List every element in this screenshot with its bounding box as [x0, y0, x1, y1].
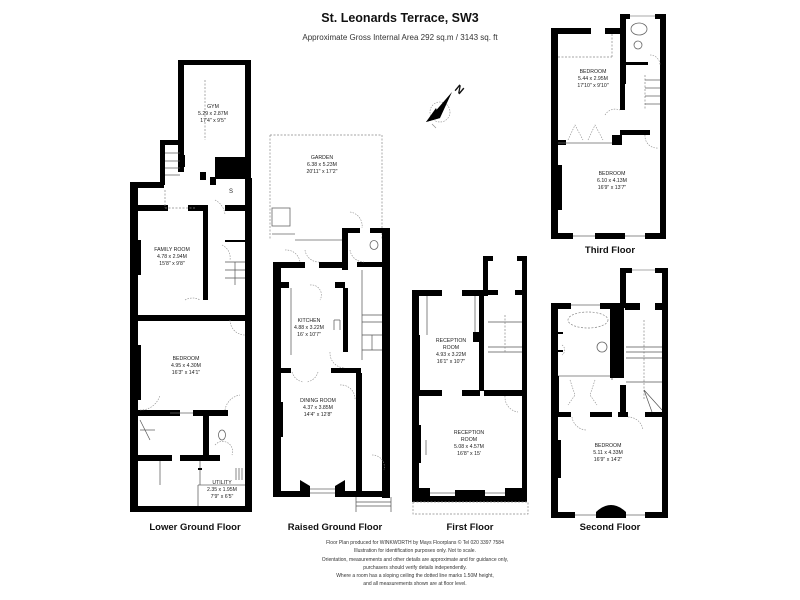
room-label-reception-room-front: RECEPTION ROOM 5.08 x 4.57M 16'8" x 15' [453, 430, 485, 457]
room-label-gym: GYM 5.29 x 2.87M 17'4" x 9'5" [198, 104, 228, 124]
room-label-family-room: FAMILY ROOM 4.78 x 2.94M 15'8" x 9'8" [154, 247, 190, 267]
disclaimer-text: Floor Plan produced for WINKWORTH by May… [321, 540, 509, 588]
room-label-third-bedroom-rear: BEDROOM 5.44 x 2.95M 17'10" x 9'10" [577, 69, 609, 89]
room-label-reception-room-rear: RECEPTION ROOM 4.93 x 3.22M 16'1" x 10'7… [435, 338, 467, 365]
room-label-utility: UTILITY 2.35 x 1.95M 7'9" x 6'5" [207, 480, 237, 500]
room-label-lower-bedroom: BEDROOM 4.95 x 4.30M 16'3" x 14'1" [171, 356, 201, 376]
raised-ground-floor-plan [269, 134, 392, 512]
floor-label-third: Third Floor [584, 245, 636, 256]
second-floor-plan [551, 268, 668, 518]
lower-ground-floor-plan [130, 60, 252, 512]
annotation-s: S [228, 189, 234, 195]
page-title: St. Leonards Terrace, SW3 [321, 11, 479, 25]
floor-label-second: Second Floor [579, 522, 641, 533]
gross-area-subtitle: Approximate Gross Internal Area 292 sq.m… [302, 33, 498, 42]
room-label-dining-room: DINING ROOM 4.37 x 3.85M 14'4" x 12'8" [300, 398, 336, 418]
room-label-third-bedroom-front: BEDROOM 6.10 x 4.13M 16'9" x 13'7" [597, 171, 627, 191]
third-floor-plan [551, 14, 666, 239]
room-label-kitchen: KITCHEN 4.88 x 3.22M 16' x 10'7" [294, 318, 324, 338]
floor-label-first: First Floor [446, 522, 494, 533]
first-floor-plan [412, 256, 529, 515]
room-label-garden: GARDEN 6.38 x 5.23M 20'11" x 17'2" [306, 155, 338, 175]
room-label-second-bedroom: BEDROOM 5.11 x 4.33M 16'9" x 14'2" [593, 443, 623, 463]
floor-label-raised-ground: Raised Ground Floor [287, 522, 383, 533]
north-arrow-icon [426, 92, 452, 129]
floor-label-lower-ground: Lower Ground Floor [149, 522, 241, 533]
